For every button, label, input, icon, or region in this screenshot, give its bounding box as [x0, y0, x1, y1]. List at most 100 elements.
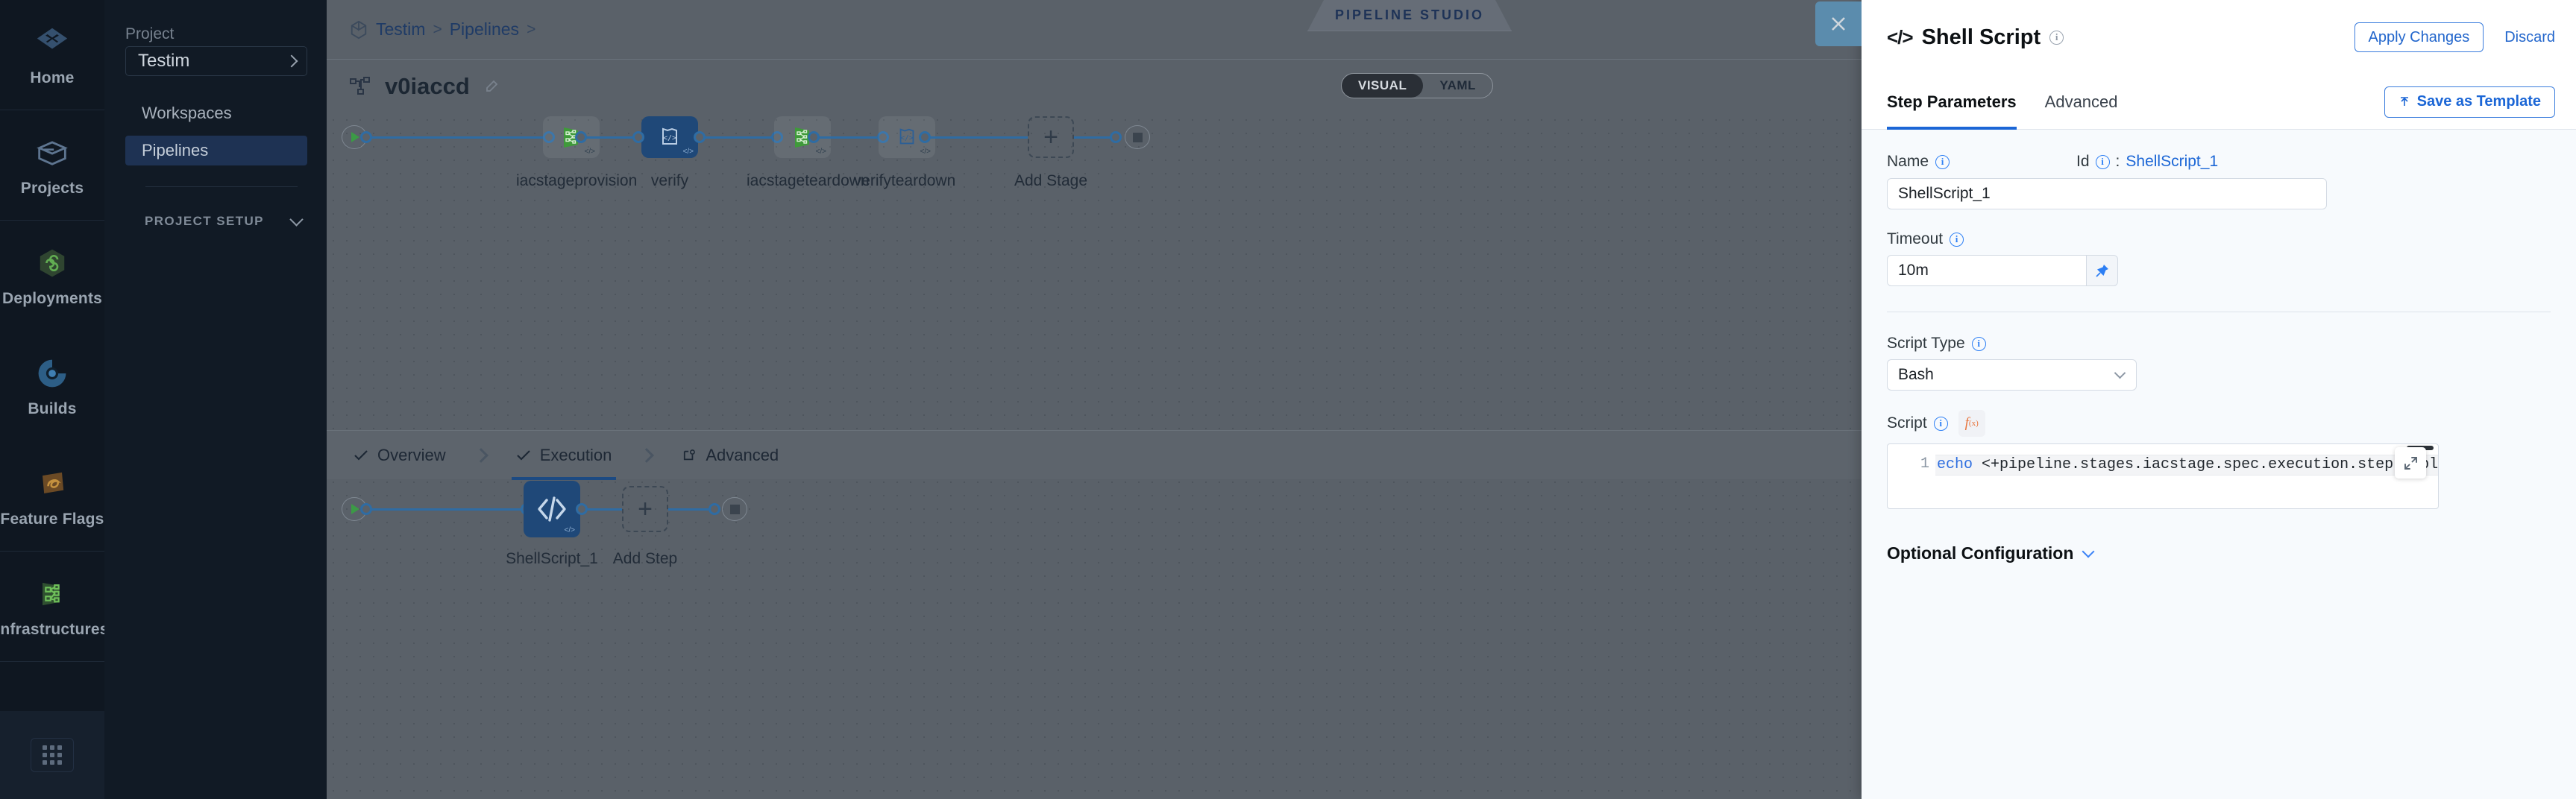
- timeout-input[interactable]: [1887, 255, 2087, 286]
- info-icon[interactable]: i: [1935, 154, 1950, 169]
- rail-item-feature-flags[interactable]: Feature Flags: [0, 441, 104, 552]
- tab-overview[interactable]: Overview: [349, 431, 450, 480]
- drawer-close-button[interactable]: [1815, 1, 1862, 46]
- step-label: ShellScript_1: [506, 550, 598, 567]
- tab-advanced[interactable]: Advanced: [2045, 75, 2118, 130]
- app-grid-icon[interactable]: [31, 738, 74, 772]
- rail-item-infrastructures[interactable]: Infrastructures: [0, 552, 108, 662]
- timeout-label-group: Timeout i: [1887, 230, 2551, 248]
- expand-arrows-icon: [2404, 456, 2417, 470]
- info-icon[interactable]: i: [2095, 154, 2110, 169]
- box-icon: [37, 141, 68, 165]
- tab-advanced[interactable]: Advanced: [677, 431, 783, 480]
- chevron-right-icon: [285, 54, 298, 68]
- save-as-template-button[interactable]: Save as Template: [2384, 86, 2555, 118]
- discard-button[interactable]: Discard: [2504, 29, 2555, 46]
- port[interactable]: [771, 131, 783, 143]
- editor-code-rest: <+pipeline.stages.iacstage.spec.executio…: [1973, 456, 2439, 473]
- optional-configuration-section[interactable]: Optional Configuration: [1887, 543, 2551, 563]
- port[interactable]: [709, 503, 720, 515]
- id-block: Id i : ShellScript_1: [2076, 153, 2218, 171]
- id-separator: :: [2115, 153, 2120, 170]
- studio-badge-label: PIPELINE STUDIO: [1335, 7, 1485, 22]
- tab-label: Advanced: [2044, 92, 2118, 111]
- rail-item-builds[interactable]: Builds: [0, 331, 104, 441]
- rail-footer: [0, 711, 104, 799]
- upload-template-icon: [2400, 96, 2408, 106]
- close-icon: [1832, 17, 1845, 31]
- port[interactable]: [360, 131, 372, 143]
- port[interactable]: [575, 131, 587, 143]
- code-tag: </>: [584, 148, 595, 156]
- add-stage-button[interactable]: +: [1028, 116, 1074, 158]
- sidebar-item-workspaces[interactable]: Workspaces: [125, 98, 307, 128]
- chevron-down-icon: [289, 212, 304, 227]
- port[interactable]: [1110, 131, 1122, 143]
- port[interactable]: [808, 131, 820, 143]
- info-icon[interactable]: i: [1950, 232, 1964, 247]
- cube-icon: [351, 20, 367, 39]
- toggle-yaml[interactable]: YAML: [1439, 78, 1476, 92]
- drawer-title: Shell Script: [1921, 25, 2041, 49]
- tab-separator: [450, 447, 512, 463]
- project-setup-section[interactable]: PROJECT SETUP: [145, 210, 304, 233]
- sidebar-item-pipelines[interactable]: Pipelines: [125, 136, 307, 165]
- play-icon: [351, 504, 359, 514]
- port[interactable]: [360, 503, 372, 515]
- script-type-select[interactable]: Bash: [1887, 359, 2137, 391]
- code-brackets-icon: </>: [1887, 25, 1914, 48]
- stage-node-verify[interactable]: </> </>: [641, 116, 698, 158]
- port[interactable]: [576, 503, 588, 515]
- timeout-pin-button[interactable]: [2087, 255, 2118, 286]
- rail-item-deployments[interactable]: Deployments: [0, 221, 104, 331]
- tab-execution[interactable]: Execution: [511, 431, 617, 480]
- info-icon[interactable]: i: [1933, 416, 1948, 431]
- project-label: Project: [125, 25, 175, 42]
- drawer-body: Name i Id i : ShellScript_1 Timeout i: [1862, 130, 2576, 799]
- name-input[interactable]: [1887, 178, 2327, 209]
- name-label: Name: [1887, 153, 1929, 170]
- info-icon[interactable]: i: [2049, 30, 2064, 45]
- apply-changes-button[interactable]: Apply Changes: [2354, 22, 2484, 52]
- rail-item-label: Infrastructures: [0, 621, 109, 638]
- pipeline-nodes-icon: [350, 77, 370, 95]
- breadcrumb-item-pipelines[interactable]: Pipelines: [449, 19, 520, 39]
- project-sidebar: Project Testim Workspaces Pipelines PROJ…: [104, 0, 327, 799]
- drawer-header: </> Shell Script i Apply Changes Discard: [1862, 0, 2576, 75]
- advanced-gear-icon: [684, 449, 696, 460]
- add-step-button[interactable]: +: [622, 486, 668, 532]
- breadcrumb-separator: >: [527, 20, 536, 38]
- port[interactable]: [877, 131, 889, 143]
- port[interactable]: [543, 131, 555, 143]
- rail-item-projects[interactable]: Projects: [0, 110, 104, 221]
- script-editor[interactable]: 1 echo <+pipeline.stages.iacstage.spec.e…: [1887, 443, 2439, 509]
- info-icon[interactable]: i: [1971, 336, 1986, 351]
- infinity-hex-icon: [40, 249, 65, 277]
- app-grid-dots: [43, 745, 62, 765]
- rail-item-label: Deployments: [1, 290, 103, 307]
- project-selector[interactable]: Testim: [125, 46, 307, 76]
- port[interactable]: [919, 131, 931, 143]
- stage-end-node[interactable]: [1125, 125, 1150, 149]
- view-mode-toggle[interactable]: VISUAL YAML: [1341, 73, 1493, 98]
- pencil-icon[interactable]: [483, 78, 500, 95]
- script-label-group: Script i: [1887, 414, 1948, 432]
- step-end-node[interactable]: [722, 497, 747, 521]
- fx-icon[interactable]: f(x): [1958, 410, 1985, 437]
- code-tag: </>: [682, 148, 694, 156]
- script-type-label: Script Type: [1887, 335, 1965, 352]
- plus-icon: +: [1043, 123, 1058, 151]
- expand-icon[interactable]: [2395, 447, 2426, 479]
- port[interactable]: [632, 131, 644, 143]
- step-node-shellscript-1[interactable]: </>: [524, 481, 580, 537]
- connector: [580, 136, 647, 139]
- pin-icon: [2096, 264, 2108, 277]
- tab-step-parameters[interactable]: Step Parameters: [1887, 75, 2017, 130]
- editor-code[interactable]: echo <+pipeline.stages.iacstage.spec.exe…: [1935, 455, 2439, 476]
- port lite[interactable]: [694, 131, 706, 143]
- breadcrumb-item-testim[interactable]: Testim: [376, 19, 426, 39]
- toggle-visual[interactable]: VISUAL: [1342, 74, 1424, 98]
- play-icon: [351, 132, 359, 142]
- drawer-tabs: Step Parameters Advanced Save as Templat…: [1862, 75, 2576, 130]
- rail-item-home[interactable]: Home: [0, 0, 104, 110]
